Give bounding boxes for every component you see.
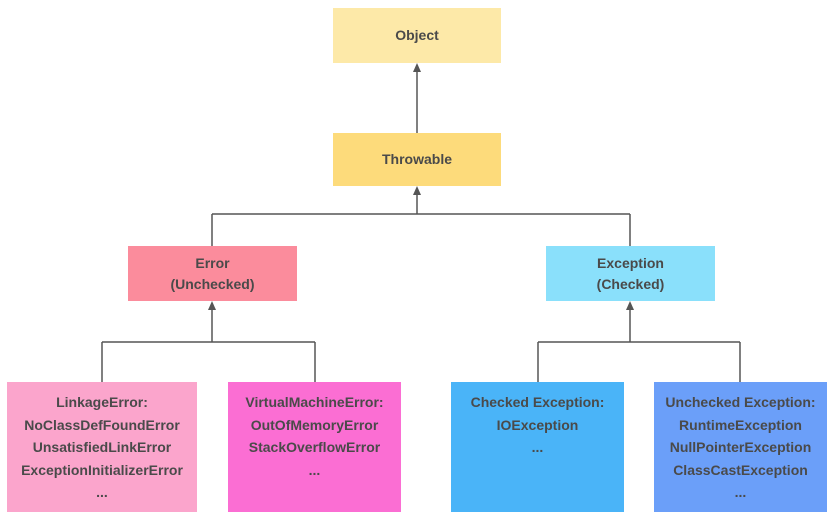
node-checked-exception: Checked Exception: IOException ... [451, 382, 624, 512]
node-error: Error (Unchecked) [128, 246, 297, 301]
node-linkage-error: LinkageError: NoClassDefFoundError Unsat… [7, 382, 197, 512]
node-unchecked-exception: Unchecked Exception: RuntimeException Nu… [654, 382, 827, 512]
node-sublabel: (Unchecked) [170, 275, 255, 292]
node-exception: Exception (Checked) [546, 246, 715, 301]
node-item: OutOfMemoryError [250, 416, 379, 433]
node-item: RuntimeException [679, 416, 802, 433]
node-label: Exception [597, 254, 664, 271]
node-item: ExceptionInitializerError [21, 461, 183, 478]
node-item: ClassCastException [673, 461, 808, 478]
node-item: UnsatisfiedLinkError [32, 439, 172, 455]
node-object: Object [333, 8, 501, 63]
node-item: ... [531, 439, 544, 455]
node-item: NullPointerException [669, 439, 812, 455]
node-item: NoClassDefFoundError [24, 416, 180, 433]
arrowhead [413, 63, 421, 72]
node-item: ... [734, 484, 747, 500]
arrowhead [626, 301, 634, 310]
node-throwable: Throwable [333, 133, 501, 186]
node-item: ... [96, 484, 108, 500]
node-label: Checked Exception: [470, 394, 605, 410]
arrowhead [208, 301, 216, 310]
node-sublabel: (Checked) [596, 275, 665, 292]
node-item: ... [308, 461, 321, 478]
node-label: Throwable [381, 151, 452, 167]
node-virtual-machine-error: VirtualMachineError: OutOfMemoryError St… [228, 382, 401, 512]
node-item: IOException [496, 416, 579, 433]
node-item: StackOverflowError [248, 439, 381, 455]
arrowhead [413, 186, 421, 195]
node-label: LinkageError: [56, 394, 148, 410]
node-label: Error [195, 254, 230, 271]
node-label: Object [395, 27, 439, 43]
node-label: Unchecked Exception: [665, 394, 816, 410]
node-label: VirtualMachineError: [245, 394, 384, 410]
